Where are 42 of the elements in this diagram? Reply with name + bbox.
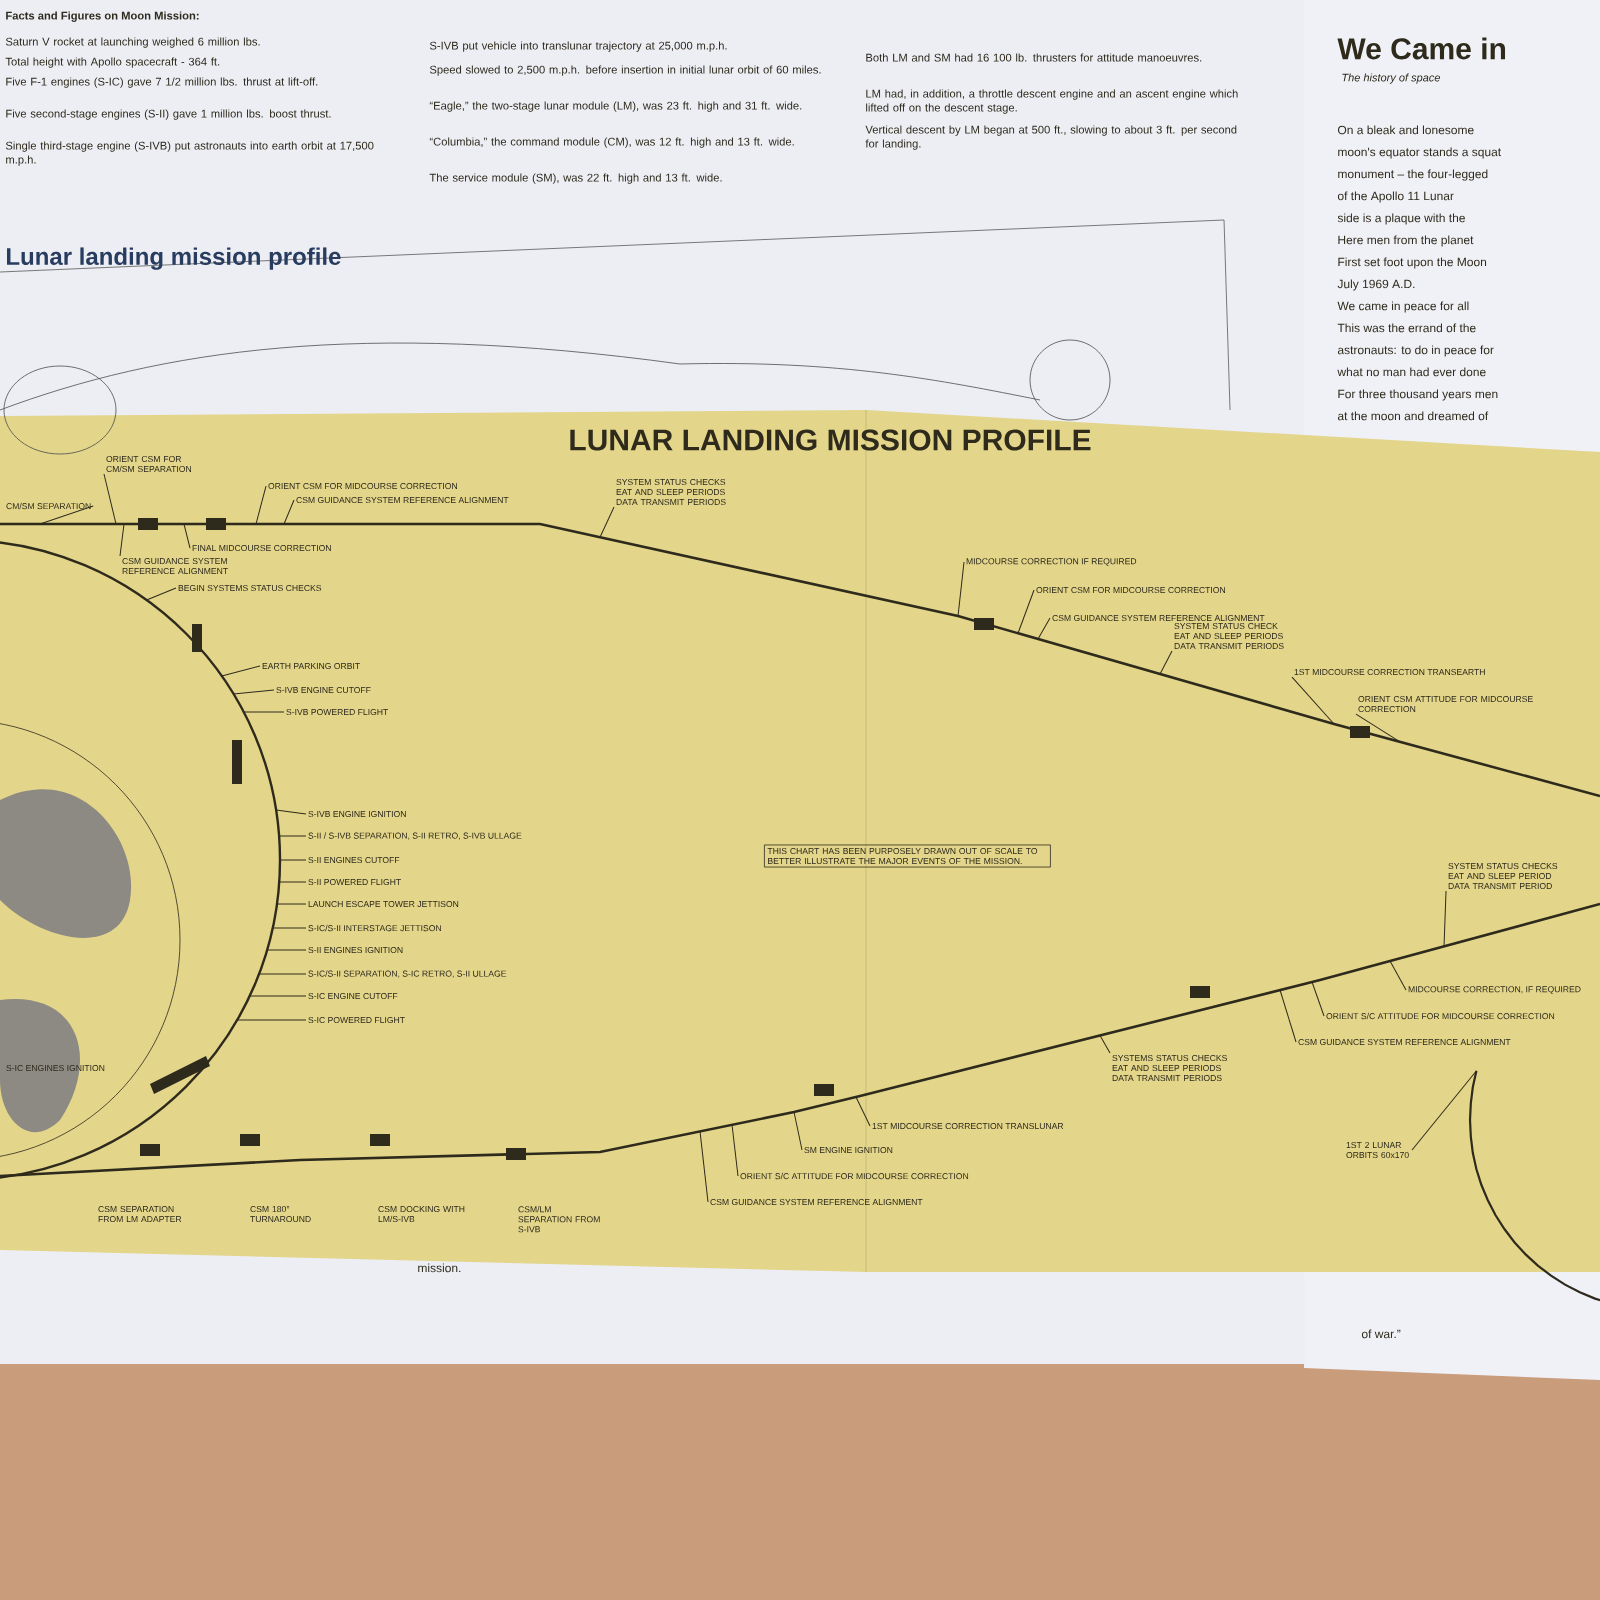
leader-line xyxy=(249,995,307,997)
leader-line xyxy=(39,505,94,525)
leader-line xyxy=(243,711,285,713)
leader-line xyxy=(1291,676,1335,725)
leader-line xyxy=(279,859,307,861)
trajectory-line xyxy=(0,902,1600,1178)
trajectory-line xyxy=(0,522,1600,798)
leader-line xyxy=(957,561,965,617)
leader-line xyxy=(1411,1071,1476,1151)
leader-line xyxy=(1443,890,1447,947)
leader-line xyxy=(1389,960,1407,991)
leader-line xyxy=(233,689,275,695)
leader-line xyxy=(283,499,295,525)
leader-line xyxy=(266,949,307,951)
section-heading: Lunar landing mission profile xyxy=(7,247,341,270)
chart-title: LUNAR LANDING MISSION PROFILE xyxy=(570,429,1091,451)
leader-line xyxy=(1159,650,1173,675)
page-heading: We Came in xyxy=(1337,37,1506,60)
leader-line xyxy=(1355,713,1401,743)
leader-line xyxy=(1099,1034,1111,1054)
leader-line xyxy=(103,473,117,525)
leader-line xyxy=(855,1096,871,1127)
leader-line xyxy=(1017,589,1035,634)
leader-line xyxy=(699,1130,709,1203)
leader-line xyxy=(275,809,307,815)
leader-line xyxy=(1037,617,1051,640)
leader-line xyxy=(793,1111,803,1151)
leader-line xyxy=(599,506,615,538)
leader-line xyxy=(278,881,307,883)
leader-line xyxy=(221,665,261,677)
leader-line xyxy=(731,1124,739,1177)
leader-line xyxy=(255,485,267,525)
leader-line xyxy=(1311,981,1325,1017)
leader-line xyxy=(276,903,307,905)
leader-line xyxy=(236,1019,307,1021)
leader-line xyxy=(1279,989,1297,1043)
leader-line xyxy=(146,587,177,601)
leader-line xyxy=(258,973,307,975)
leader-line xyxy=(272,927,307,929)
leader-line xyxy=(119,523,125,557)
leader-line xyxy=(183,523,191,549)
leader-line xyxy=(278,835,307,837)
